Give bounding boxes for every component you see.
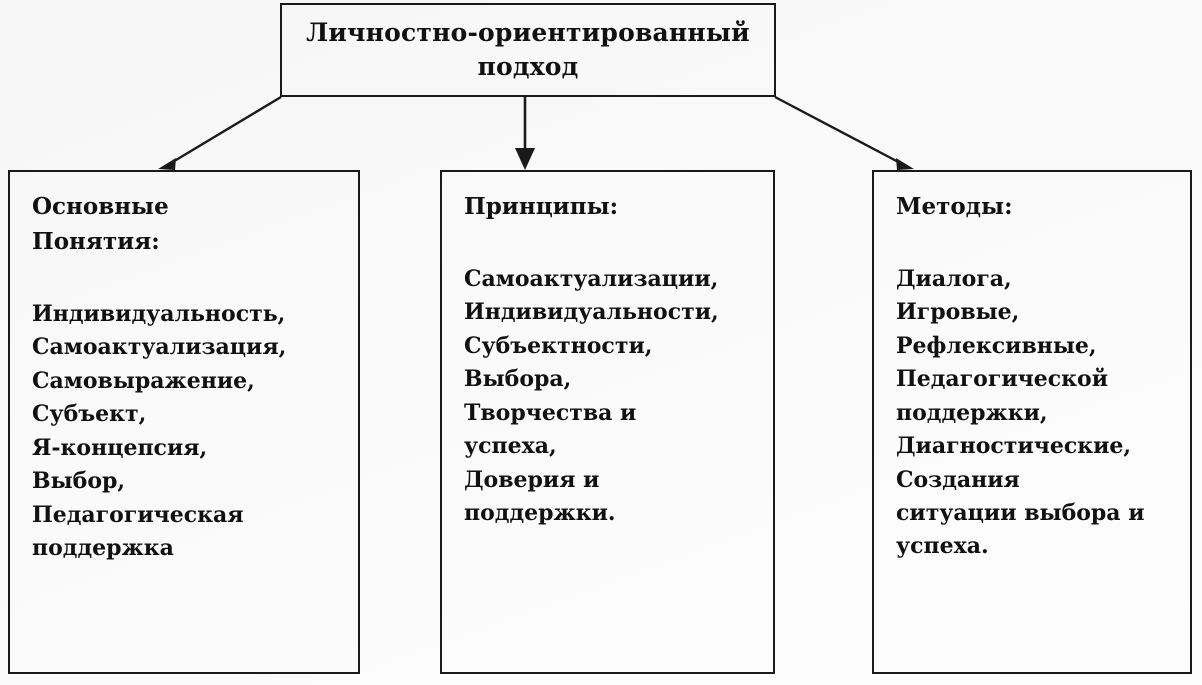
list-item: ситуации выбора и: [896, 500, 1145, 527]
column-heading-principles: Принципы:: [464, 193, 619, 220]
list-item: успеха.: [896, 533, 989, 560]
root-node-box: Личностно-ориентированный подход: [280, 3, 776, 97]
list-item: Создания: [896, 466, 1020, 493]
column-list-basic-concepts: Индивидуальность, Самоактуализация, Само…: [32, 298, 358, 566]
list-item: Индивидуальность,: [32, 300, 286, 327]
list-item: Субъект,: [32, 401, 147, 428]
list-item: Субъектности,: [464, 332, 653, 359]
list-item: Индивидуальности,: [464, 299, 719, 326]
list-item: Я-концепсия,: [32, 434, 208, 461]
list-item: Диагностические,: [896, 433, 1132, 460]
column-spacer: [464, 225, 773, 263]
column-spacer: [32, 260, 358, 298]
list-item: Выбор,: [32, 468, 126, 495]
connector-to-methods-icon: [774, 95, 914, 170]
column-box-basic-concepts: Основные Понятия: Индивидуальность, Само…: [8, 170, 360, 674]
column-box-methods: Методы: Диалога, Игровые, Рефлексивные, …: [872, 170, 1192, 674]
list-item: Выбора,: [464, 366, 572, 393]
list-item: Педагогическая: [32, 501, 244, 528]
root-node-title: Личностно-ориентированный подход: [306, 17, 750, 82]
column-list-principles: Самоактуализации, Индивидуальности, Субъ…: [464, 263, 773, 531]
list-item: Рефлексивные,: [896, 332, 1097, 359]
list-item: Педагогической: [896, 366, 1109, 393]
list-item: поддержки.: [464, 500, 616, 527]
list-item: Самовыражение,: [32, 367, 255, 394]
list-item: Самоактуализация,: [32, 334, 287, 361]
column-spacer: [896, 225, 1190, 263]
column-box-principles: Принципы: Самоактуализации, Индивидуальн…: [440, 170, 775, 674]
column-heading-basic-concepts: Основные Понятия:: [32, 193, 169, 255]
column-heading-methods: Методы:: [896, 193, 1013, 220]
list-item: Творчества и: [464, 399, 637, 426]
list-item: Диалога,: [896, 265, 1012, 292]
list-item: Доверия и: [464, 466, 600, 493]
list-item: поддержка: [32, 534, 174, 561]
list-item: успеха,: [464, 433, 557, 460]
list-item: Игровые,: [896, 299, 1020, 326]
column-list-methods: Диалога, Игровые, Рефлексивные, Педагоги…: [896, 263, 1190, 564]
connector-to-principles-icon: [515, 97, 535, 170]
list-item: Самоактуализации,: [464, 265, 719, 292]
connector-to-basic-concepts-icon: [158, 95, 282, 170]
list-item: поддержки,: [896, 399, 1048, 426]
